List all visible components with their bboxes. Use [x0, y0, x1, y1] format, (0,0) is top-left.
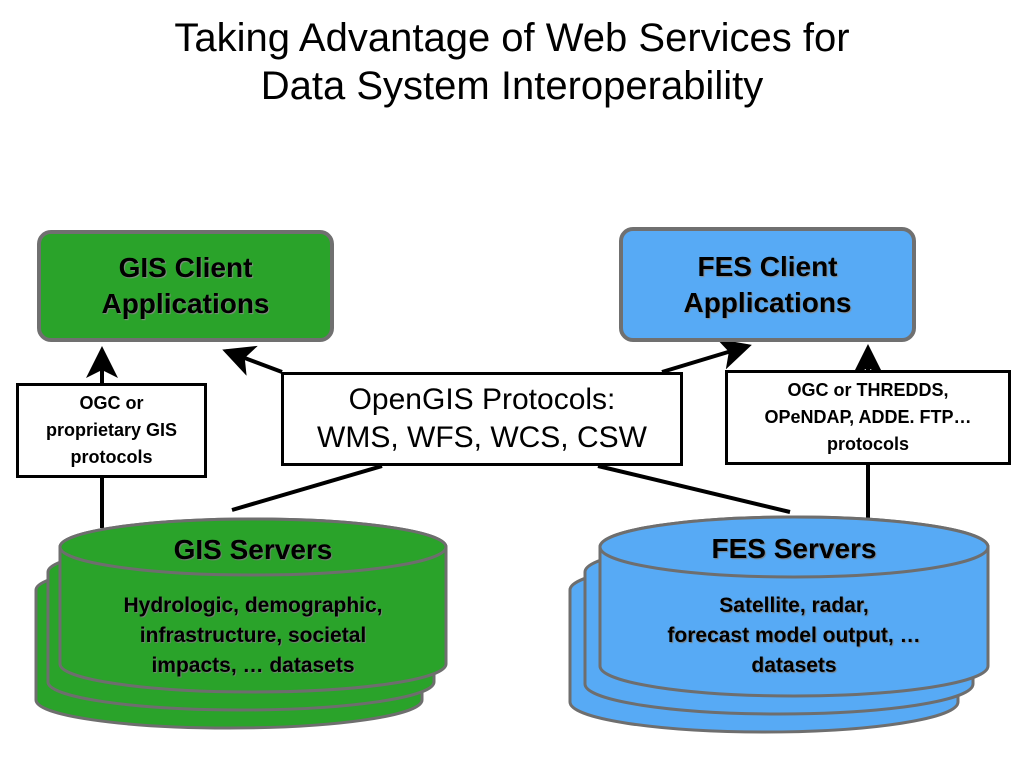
gis-client-label-line-2: Applications [101, 288, 270, 319]
gis-protocols-line-2: proprietary GIS [45, 420, 178, 440]
gis-servers-desc-line-1: Hydrologic, demographic, [123, 594, 383, 617]
gis-client-box: GIS Client Applications [37, 230, 334, 342]
fes-servers-description: Satellite, radar, forecast model output,… [600, 591, 988, 681]
title-line-2: Data System Interoperability [260, 64, 764, 108]
gis-server-to-opengis-line [231, 464, 383, 512]
gis-servers-desc-line-3: impacts, … datasets [151, 654, 355, 677]
gis-protocols-line-3: protocols [70, 447, 153, 467]
title-line-1: Taking Advantage of Web Services for [174, 16, 850, 60]
fes-protocols-line-2: OPeNDAP, ADDE. FTP… [764, 407, 972, 427]
gis-servers-stack [34, 517, 448, 730]
opengis-protocols-line-2: WMS, WFS, WCS, CSW [317, 421, 647, 454]
gis-client-label-line-1: GIS Client [118, 252, 253, 283]
gis-protocols-line-1: OGC or [79, 393, 144, 413]
fes-servers-desc-line-3: datasets [751, 654, 837, 677]
fes-servers-title: FES Servers [711, 533, 877, 564]
fes-cylinder-top [598, 515, 990, 579]
fes-client-label-line-2: Applications [683, 286, 852, 318]
fes-protocols-line-1: OGC or THREDDS, [787, 380, 949, 400]
fes-servers-desc-line-2: forecast model output, … [667, 624, 921, 647]
fes-protocols-box: OGC or THREDDS, OPeNDAP, ADDE. FTP… prot… [725, 370, 1011, 465]
fes-servers-desc-line-1: Satellite, radar, [719, 594, 869, 617]
fes-protocols-line-3: protocols [826, 434, 909, 454]
gis-servers-description: Hydrologic, demographic, infrastructure,… [60, 591, 446, 681]
gis-servers-title: GIS Servers [173, 534, 333, 565]
opengis-to-fes-client-arrow [661, 338, 752, 374]
fes-client-label-line-1: FES Client [697, 250, 838, 282]
opengis-protocols-line-1: OpenGIS Protocols: [348, 383, 616, 416]
gis-cylinder-top [58, 517, 448, 577]
fes-client-box: FES Client Applications [619, 227, 916, 342]
fes-servers-stack [568, 515, 990, 734]
gis-servers-desc-line-2: infrastructure, societal [139, 624, 367, 647]
opengis-to-gis-client-arrow [222, 345, 283, 376]
opengis-protocols-box: OpenGIS Protocols: WMS, WFS, WCS, CSW [281, 372, 683, 466]
gis-protocols-box: OGC or proprietary GIS protocols [16, 383, 207, 478]
fes-server-to-opengis-line [597, 464, 791, 514]
slide-title: Taking Advantage of Web Services for Dat… [0, 14, 1024, 110]
